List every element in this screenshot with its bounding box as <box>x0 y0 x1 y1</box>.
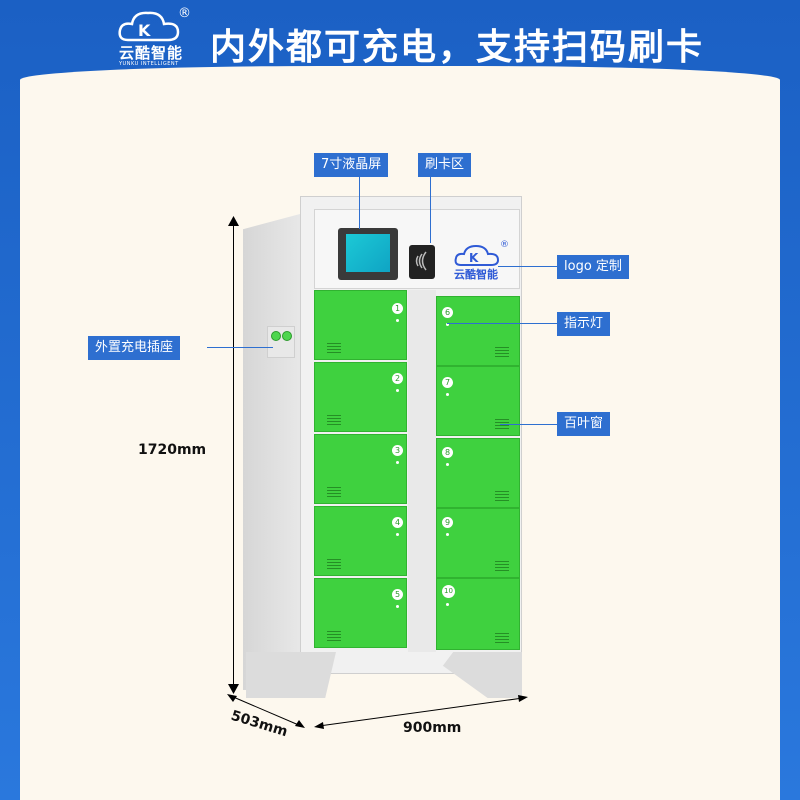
indicator-light <box>396 605 399 608</box>
svg-text:K: K <box>138 21 151 40</box>
louver-vent <box>327 415 341 425</box>
cabinet-logo-registered-mark: ® <box>500 240 509 250</box>
door-number: 8 <box>442 447 453 458</box>
louver-vent <box>495 561 509 571</box>
indicator-light <box>446 533 449 536</box>
callout-lcd: 7寸液晶屏 <box>314 153 389 177</box>
leader-line-outlet <box>207 347 273 348</box>
locker-door: 6 <box>436 296 520 366</box>
locker-door: 1 <box>314 290 407 360</box>
door-number: 2 <box>392 373 403 384</box>
cabinet-logo-text: 云酷智能 <box>454 268 498 281</box>
door-number: 4 <box>392 517 403 528</box>
height-label: 1720mm <box>138 442 207 458</box>
outlet-socket <box>282 331 292 341</box>
callout-card-zone: 刷卡区 <box>418 153 472 177</box>
header: K ® 云酷智能 YUNKU INTELLIGENT 内外都可充电，支持扫码刷卡 <box>0 0 800 68</box>
leader-line-indicator <box>447 323 557 324</box>
door-number: 5 <box>392 589 403 600</box>
indicator-light <box>396 533 399 536</box>
logo-text-cn: 云酷智能 <box>119 44 184 62</box>
louver-vent <box>327 559 341 569</box>
locker-door: 4 <box>314 506 407 576</box>
height-dimension-line <box>233 222 234 688</box>
louver-vent <box>327 343 341 353</box>
indicator-light <box>396 319 399 322</box>
cabinet-logo: K ® 云酷智能 <box>454 240 512 286</box>
indicator-light <box>446 603 449 606</box>
locker-door: 8 <box>436 438 520 508</box>
cabinet-foot-left <box>246 652 336 698</box>
door-number: 7 <box>442 377 453 388</box>
locker-door: 3 <box>314 434 407 504</box>
svg-text:K: K <box>469 251 479 265</box>
callout-louver: 百叶窗 <box>557 412 611 436</box>
indicator-light <box>396 389 399 392</box>
width-dimension-line <box>314 695 528 729</box>
outlet-socket <box>271 331 281 341</box>
door-number: 9 <box>442 517 453 528</box>
louver-vent <box>495 491 509 501</box>
locker-door: 9 <box>436 508 520 578</box>
lcd-screen <box>346 234 390 272</box>
headline: 内外都可充电，支持扫码刷卡 <box>210 27 705 68</box>
callout-indicator: 指示灯 <box>557 312 611 336</box>
brand-logo: K ® 云酷智能 YUNKU INTELLIGENT <box>118 6 198 67</box>
leader-line-louver <box>500 424 557 425</box>
door-number: 1 <box>392 303 403 314</box>
leader-line-lcd <box>359 177 360 229</box>
louver-vent <box>327 487 341 497</box>
locker-door: 7 <box>436 366 520 436</box>
leader-line-logo <box>498 266 557 267</box>
nfc-icon <box>409 248 435 274</box>
door-number: 10 <box>442 585 455 598</box>
cabinet-cloud-logo-icon: K <box>454 244 500 266</box>
arrow-up-icon <box>228 216 239 226</box>
cloud-logo-icon: K <box>118 11 180 42</box>
louver-vent <box>495 347 509 357</box>
locker-door: 10 <box>436 578 520 650</box>
callout-logo: logo 定制 <box>557 255 629 279</box>
door-number: 6 <box>442 307 453 318</box>
indicator-light <box>446 393 449 396</box>
width-label: 900mm <box>403 720 462 736</box>
louver-vent <box>327 631 341 641</box>
door-number: 3 <box>392 445 403 456</box>
locker-door: 2 <box>314 362 407 432</box>
arrow-down-icon <box>228 684 239 694</box>
callout-outlet: 外置充电插座 <box>88 336 181 360</box>
logo-text-en: YUNKU INTELLIGENT <box>119 61 179 67</box>
indicator-light <box>446 323 449 326</box>
indicator-light <box>446 463 449 466</box>
cabinet-center-divider <box>408 290 436 652</box>
leader-line-card-zone <box>430 177 431 243</box>
logo-registered-mark: ® <box>178 6 191 21</box>
external-outlet-panel <box>267 326 295 358</box>
locker-door: 5 <box>314 578 407 648</box>
louver-vent <box>495 633 509 643</box>
indicator-light <box>396 461 399 464</box>
depth-dimension-line <box>227 694 305 728</box>
